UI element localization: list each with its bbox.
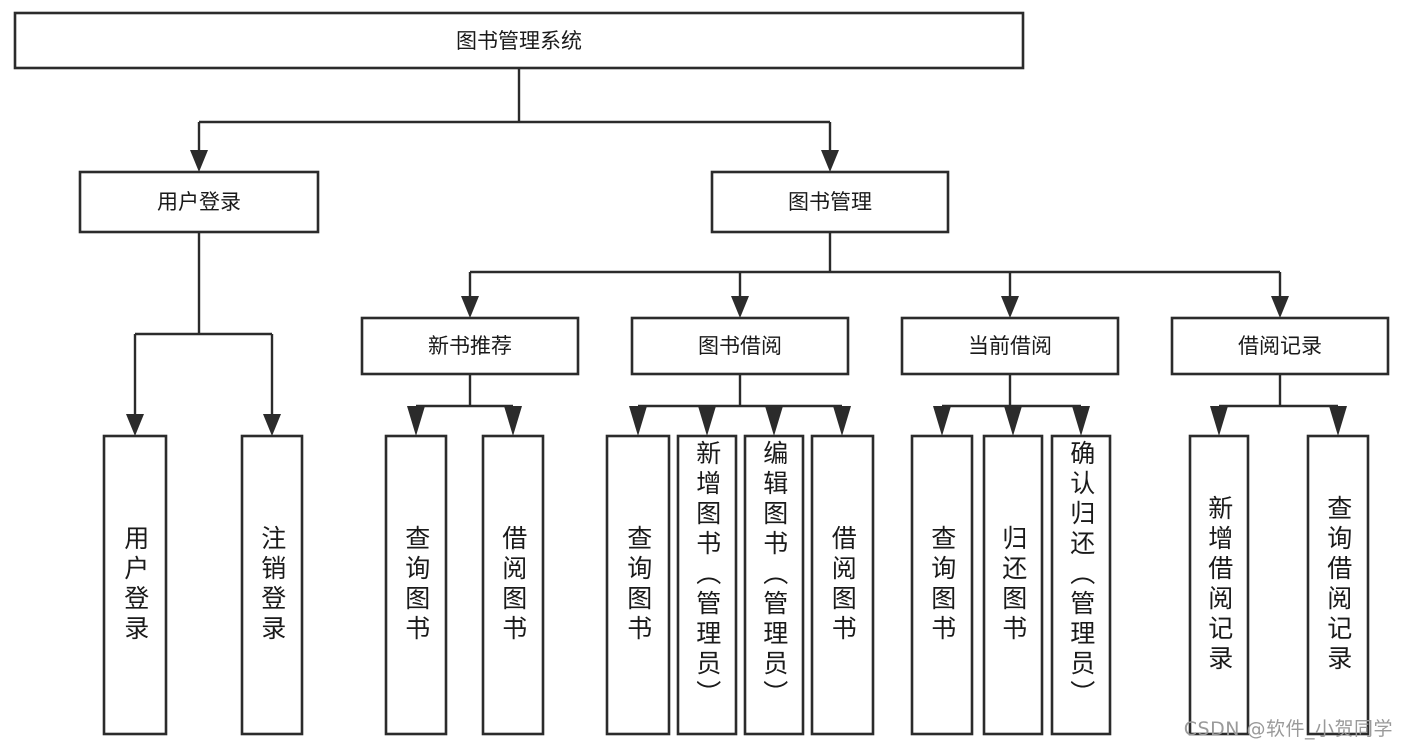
node-book-borrow-label: 图书借阅 — [698, 334, 782, 358]
arrow-head-current-borrow — [1001, 296, 1019, 318]
arrow-head-book-mgmt — [821, 150, 839, 172]
node-user-login-box — [78, 170, 320, 234]
arrow-head-new-book — [461, 296, 479, 318]
csdn-watermark: CSDN @软件_小贺同学 — [1183, 718, 1393, 740]
leaf-box-add-book-admin[interactable] — [676, 434, 738, 736]
arrow-head-cb-confirm — [1072, 406, 1090, 436]
node-current-borrow-label: 当前借阅 — [968, 334, 1052, 358]
arrow-head-user-login — [190, 150, 208, 172]
arrow-head-br-add — [1210, 406, 1228, 436]
arrow-head-newbook-borrow — [504, 406, 522, 436]
leaf-box-confirm-return-admin[interactable] — [1050, 434, 1112, 736]
leaf-box-logout[interactable] — [240, 434, 304, 736]
node-borrow-record-box — [1170, 316, 1390, 376]
connector-currentborrow-to-leaves — [933, 374, 1090, 436]
node-book-management-box — [710, 170, 950, 234]
arrow-head-cb-query — [933, 406, 951, 436]
arrow-head-leaf-logout — [263, 414, 281, 436]
arrow-head-bb-add — [698, 406, 716, 436]
node-current-borrow-box — [900, 316, 1120, 376]
connector-root-to-level2 — [190, 68, 839, 172]
leaf-node-boxes — [102, 434, 1370, 736]
arrow-head-cb-return — [1004, 406, 1022, 436]
arrow-head-borrow-record — [1271, 296, 1289, 318]
leaf-box-query-book-recommend[interactable] — [384, 434, 448, 736]
node-book-management[interactable]: 图书管理 — [710, 170, 950, 234]
node-root-system-label: 图书管理系统 — [456, 29, 582, 53]
arrow-head-bb-borrow — [833, 406, 851, 436]
connector-newbook-to-leaves — [407, 374, 522, 436]
leaf-box-query-book-borrow[interactable] — [605, 434, 671, 736]
leaf-box-return-book[interactable] — [982, 434, 1044, 736]
node-user-login-label: 用户登录 — [157, 190, 241, 214]
leaf-box-user-login[interactable] — [102, 434, 168, 736]
node-borrow-record[interactable]: 借阅记录 — [1170, 316, 1390, 376]
arrow-head-bb-query — [629, 406, 647, 436]
connector-bookmgmt-to-level3 — [461, 232, 1289, 318]
leaf-box-add-borrow-record[interactable] — [1188, 434, 1250, 736]
leaf-box-query-book-current[interactable] — [910, 434, 974, 736]
node-new-book-recommend-label: 新书推荐 — [428, 334, 512, 358]
node-borrow-record-label: 借阅记录 — [1238, 334, 1322, 358]
node-user-login[interactable]: 用户登录 — [78, 170, 320, 234]
node-current-borrow[interactable]: 当前借阅 — [900, 316, 1120, 376]
node-book-borrow[interactable]: 图书借阅 — [630, 316, 850, 376]
arrow-head-bb-edit — [765, 406, 783, 436]
arrow-head-br-query — [1329, 406, 1347, 436]
connector-borrowrecord-to-leaves — [1210, 374, 1347, 436]
leaf-box-borrow-book-recommend[interactable] — [481, 434, 545, 736]
node-new-book-recommend-box — [360, 316, 580, 376]
node-root-system[interactable]: 图书管理系统 — [13, 11, 1025, 70]
leaf-box-edit-book-admin[interactable] — [743, 434, 805, 736]
arrow-head-book-borrow — [731, 296, 749, 318]
node-book-management-label: 图书管理 — [788, 190, 872, 214]
node-new-book-recommend[interactable]: 新书推荐 — [360, 316, 580, 376]
node-root-system-box — [13, 11, 1025, 70]
connector-userlogin-to-leaves — [126, 232, 281, 436]
connector-bookborrow-to-leaves — [629, 374, 851, 436]
leaf-box-borrow-book[interactable] — [810, 434, 875, 736]
arrow-head-leaf-user-login — [126, 414, 144, 436]
node-book-borrow-box — [630, 316, 850, 376]
arrow-head-newbook-query — [407, 406, 425, 436]
leaf-box-query-borrow-record[interactable] — [1306, 434, 1370, 736]
